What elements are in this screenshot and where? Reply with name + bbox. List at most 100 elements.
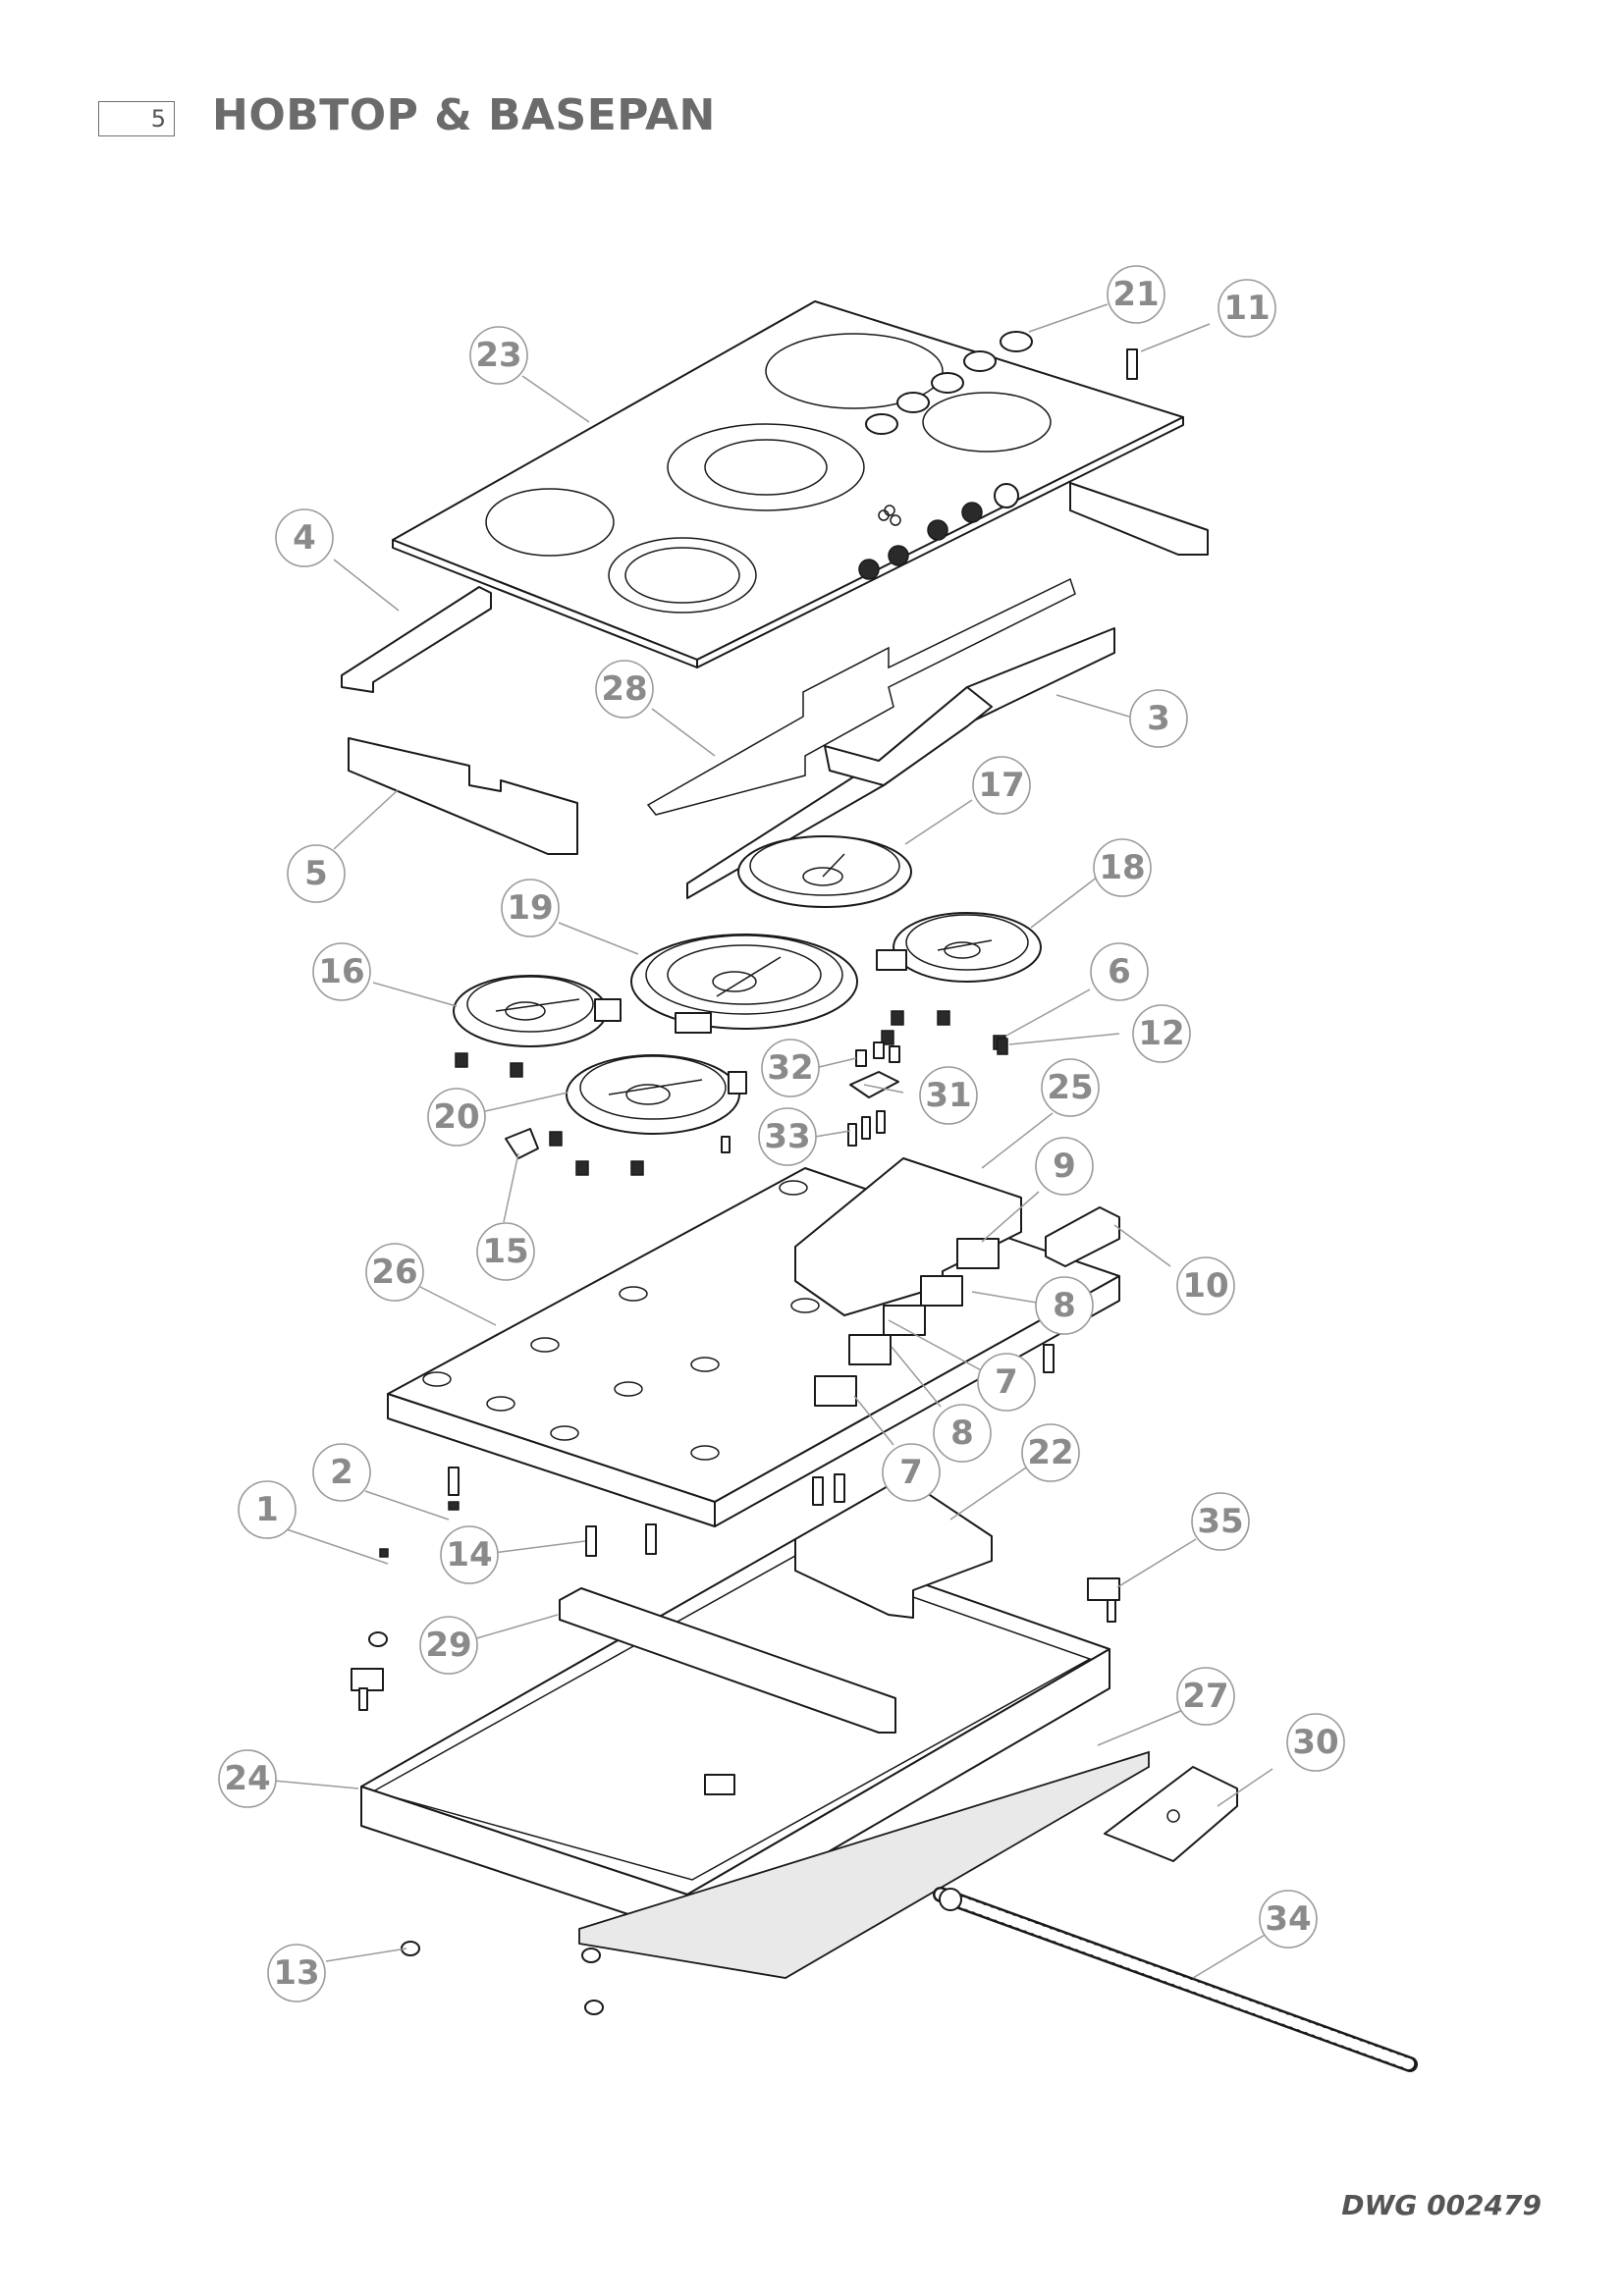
page-title: HOBTOP & BASEPAN bbox=[212, 90, 716, 140]
hotplate-18 bbox=[876, 912, 1042, 983]
hobtop-glass bbox=[392, 300, 1184, 668]
svg-text:14: 14 bbox=[446, 1535, 492, 1575]
basepan bbox=[360, 1538, 1110, 1935]
svg-text:7: 7 bbox=[995, 1362, 1018, 1402]
callout-31: 31 bbox=[919, 1066, 978, 1125]
callout-1: 1 bbox=[238, 1480, 297, 1539]
svg-text:35: 35 bbox=[1197, 1502, 1243, 1541]
svg-text:1: 1 bbox=[255, 1490, 279, 1529]
svg-text:2: 2 bbox=[330, 1453, 353, 1492]
callout-20: 20 bbox=[427, 1088, 486, 1147]
terminal-strip bbox=[1045, 1206, 1120, 1267]
svg-text:16: 16 bbox=[318, 952, 364, 991]
svg-text:13: 13 bbox=[273, 1953, 319, 1993]
svg-text:3: 3 bbox=[1147, 699, 1170, 738]
callout-15: 15 bbox=[476, 1222, 535, 1281]
svg-text:19: 19 bbox=[507, 888, 553, 928]
terminal-block bbox=[849, 1071, 899, 1098]
svg-text:32: 32 bbox=[767, 1048, 813, 1088]
hotplate-17 bbox=[737, 835, 912, 908]
svg-text:23: 23 bbox=[475, 336, 521, 375]
cross-bar bbox=[559, 1587, 896, 1734]
callout-10: 10 bbox=[1176, 1256, 1235, 1315]
callout-12: 12 bbox=[1132, 1004, 1191, 1063]
side-rail-left bbox=[341, 586, 492, 693]
svg-text:6: 6 bbox=[1108, 952, 1131, 991]
callout-3: 3 bbox=[1129, 689, 1188, 748]
svg-text:31: 31 bbox=[925, 1076, 971, 1115]
callout-25: 25 bbox=[1041, 1058, 1100, 1117]
svg-text:25: 25 bbox=[1047, 1068, 1093, 1107]
pin bbox=[1126, 348, 1138, 380]
callout-33: 33 bbox=[758, 1107, 817, 1166]
svg-text:8: 8 bbox=[1053, 1286, 1076, 1325]
hotplate-20 bbox=[566, 1054, 747, 1135]
svg-text:20: 20 bbox=[433, 1097, 479, 1137]
u-channel-bracket bbox=[646, 577, 1076, 816]
svg-text:4: 4 bbox=[293, 518, 316, 558]
callout-11: 11 bbox=[1218, 279, 1276, 338]
svg-text:22: 22 bbox=[1027, 1433, 1073, 1472]
svg-text:12: 12 bbox=[1138, 1014, 1184, 1053]
svg-text:8: 8 bbox=[950, 1414, 974, 1453]
svg-text:18: 18 bbox=[1099, 848, 1145, 887]
callout-19: 19 bbox=[501, 879, 560, 937]
svg-text:11: 11 bbox=[1223, 289, 1270, 328]
svg-text:27: 27 bbox=[1182, 1677, 1228, 1716]
callout-9: 9 bbox=[1035, 1137, 1094, 1196]
side-rail-right bbox=[1069, 482, 1209, 556]
callout-32: 32 bbox=[761, 1039, 820, 1097]
callout-26: 26 bbox=[365, 1243, 424, 1302]
switch-bracket bbox=[794, 1157, 1022, 1316]
svg-text:33: 33 bbox=[764, 1117, 810, 1156]
clamp bbox=[351, 1577, 1120, 1795]
energy-regulators bbox=[814, 1238, 1000, 1407]
callout-13: 13 bbox=[267, 1944, 326, 2002]
screw bbox=[997, 1038, 1008, 1055]
feet bbox=[368, 1631, 604, 2015]
svg-text:10: 10 bbox=[1182, 1266, 1228, 1306]
svg-text:9: 9 bbox=[1053, 1147, 1076, 1186]
hotplate-19 bbox=[630, 934, 858, 1034]
svg-text:28: 28 bbox=[601, 669, 647, 709]
callout-7a: 7 bbox=[977, 1353, 1036, 1412]
callout-21: 21 bbox=[1107, 265, 1165, 324]
conduit-hose bbox=[933, 1887, 1418, 2072]
svg-text:5: 5 bbox=[304, 854, 328, 893]
channel bbox=[794, 1476, 993, 1619]
callout-2: 2 bbox=[312, 1443, 371, 1502]
svg-text:15: 15 bbox=[482, 1232, 528, 1271]
page-number: 5 bbox=[98, 101, 175, 136]
standoffs bbox=[379, 1344, 1055, 1558]
callout-5: 5 bbox=[287, 844, 346, 903]
callout-leaders bbox=[251, 303, 1273, 1979]
callout-14: 14 bbox=[440, 1525, 499, 1584]
drawing-number: DWG 002479 bbox=[1341, 2189, 1542, 2221]
front-rail bbox=[348, 737, 578, 855]
callout-23: 23 bbox=[469, 326, 528, 385]
clip bbox=[505, 1128, 539, 1159]
terminal-pins bbox=[847, 1110, 886, 1147]
callout-27: 27 bbox=[1176, 1667, 1235, 1726]
callout-29: 29 bbox=[419, 1616, 478, 1675]
callout-6: 6 bbox=[1090, 942, 1149, 1001]
callout-35: 35 bbox=[1191, 1492, 1250, 1551]
control-knobs bbox=[865, 331, 1033, 435]
callout-7b: 7 bbox=[882, 1443, 941, 1502]
callout-28: 28 bbox=[595, 660, 654, 719]
bottom-plate bbox=[578, 1750, 1150, 1979]
svg-text:17: 17 bbox=[978, 766, 1024, 805]
callout-30: 30 bbox=[1286, 1713, 1345, 1772]
callout-16: 16 bbox=[312, 942, 371, 1001]
callout-17: 17 bbox=[972, 756, 1031, 815]
svg-text:29: 29 bbox=[425, 1626, 471, 1665]
svg-text:21: 21 bbox=[1112, 275, 1159, 314]
svg-text:30: 30 bbox=[1292, 1723, 1338, 1762]
callout-24: 24 bbox=[218, 1749, 277, 1808]
callout-4: 4 bbox=[275, 508, 334, 567]
callout-22: 22 bbox=[1021, 1423, 1080, 1482]
callout-8a: 8 bbox=[1035, 1276, 1094, 1335]
svg-text:26: 26 bbox=[371, 1253, 417, 1292]
svg-text:34: 34 bbox=[1265, 1899, 1311, 1939]
